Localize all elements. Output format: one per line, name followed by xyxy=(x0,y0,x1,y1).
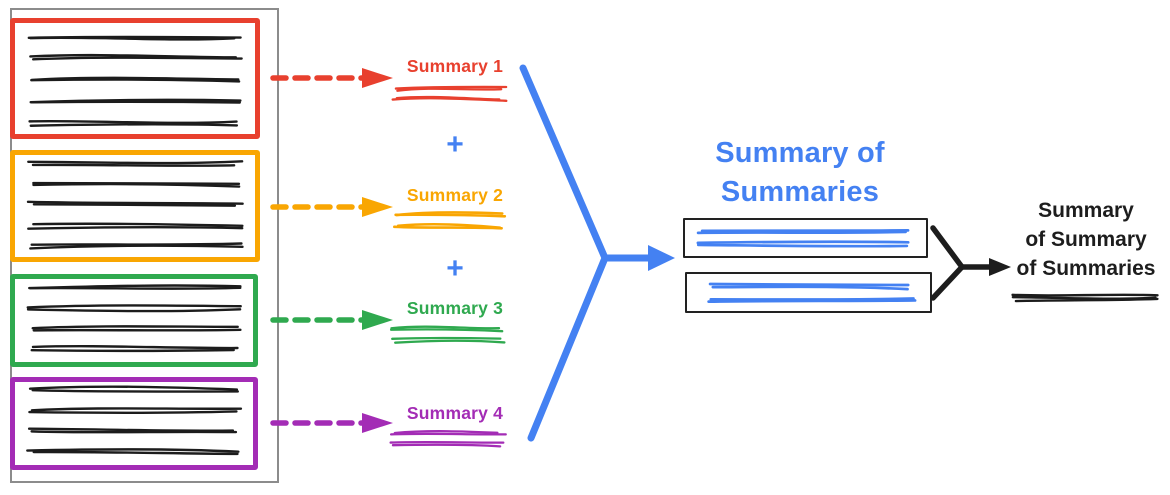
summary-2-label: Summary 2 xyxy=(406,185,504,205)
document-2-box xyxy=(10,150,260,262)
summary-4-scribble xyxy=(389,430,507,448)
summary-of-summaries-box-2-scribble xyxy=(707,282,917,303)
document-3-box xyxy=(10,274,258,367)
document-4-dashed-arrow-icon xyxy=(270,413,393,433)
summary-of-summaries-box-1-scribble xyxy=(696,229,910,248)
summary-of-summaries-title: Summary of Summaries xyxy=(680,134,920,212)
summary-1-scribble xyxy=(391,85,508,102)
summary-of-summaries-title-line1: Summary of xyxy=(715,137,885,169)
final-summary-label-line2: of Summary xyxy=(1025,228,1147,251)
summary-of-summaries-title-line2: Summaries xyxy=(720,176,880,208)
document-1-text-scribble xyxy=(27,35,243,127)
document-3-dashed-arrow-icon xyxy=(270,310,393,330)
summary-3-scribble xyxy=(389,325,506,344)
merge-arrow-icon xyxy=(519,64,675,442)
document-4-text-scribble xyxy=(26,385,243,456)
final-summary-label-line1: Summary xyxy=(1038,199,1134,222)
document-4-box xyxy=(10,377,258,470)
summary-of-summaries-box-1 xyxy=(683,218,928,258)
plus-sign-1: + xyxy=(446,128,464,161)
summary-4-label: Summary 4 xyxy=(406,403,504,423)
summary-1-label: Summary 1 xyxy=(406,56,504,76)
source-document-panel xyxy=(10,8,279,483)
final-summary-scribble xyxy=(1011,293,1159,303)
document-3-text-scribble xyxy=(26,284,242,353)
document-1-box xyxy=(10,18,260,139)
document-2-dashed-arrow-icon xyxy=(270,197,393,217)
final-summary-label-line3: of Summaries xyxy=(1016,257,1156,280)
plus-sign-2: + xyxy=(446,252,464,285)
summary-3-label: Summary 3 xyxy=(406,298,504,318)
summary-2-scribble xyxy=(393,211,507,230)
final-merge-arrow-icon xyxy=(930,225,1011,301)
final-summary-label: Summary of Summary of Summaries xyxy=(1000,196,1170,283)
document-1-dashed-arrow-icon xyxy=(270,68,393,88)
document-2-text-scribble xyxy=(26,160,244,250)
summary-of-summaries-box-2 xyxy=(685,272,932,313)
